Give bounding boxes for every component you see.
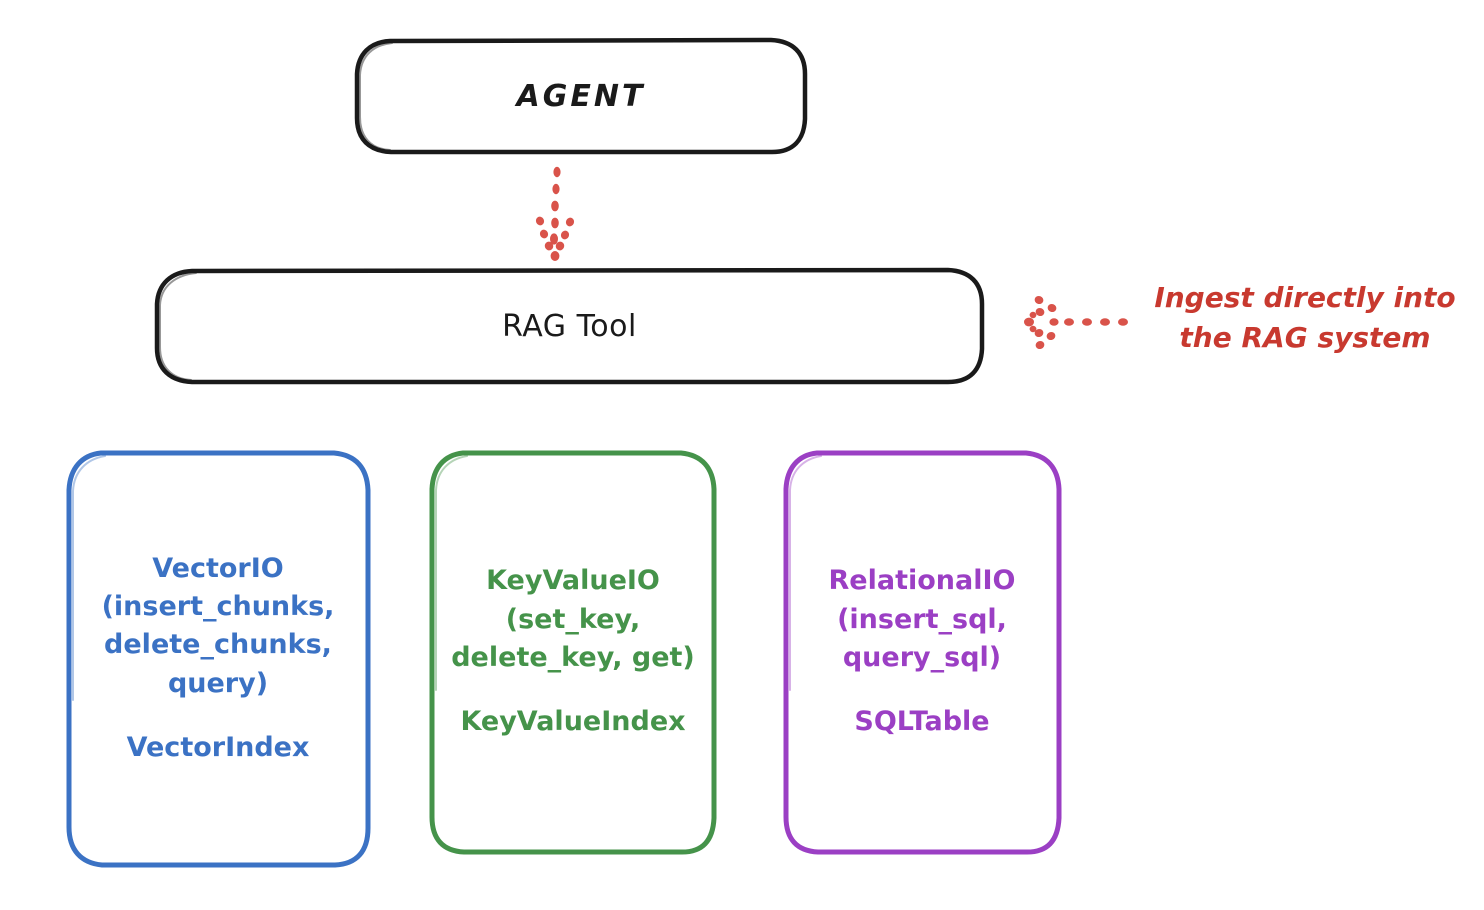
key-value-io-methods: (set_key, delete_key, get) bbox=[451, 603, 695, 673]
key-value-io-title: KeyValueIO bbox=[486, 565, 660, 597]
relational-io-index: SQLTable bbox=[854, 706, 990, 738]
rag-tool-node-label: RAG Tool bbox=[502, 308, 637, 344]
vector-io-title: VectorIO bbox=[152, 552, 284, 584]
relational-io-title: RelationalIO bbox=[828, 565, 1016, 597]
agent-node-label: AGENT bbox=[516, 78, 646, 114]
vector-io-methods: (insert_chunks, delete_chunks, query) bbox=[101, 591, 335, 699]
vector-io-index: VectorIndex bbox=[126, 731, 310, 763]
ingest-connector-arrow bbox=[1024, 295, 1128, 350]
relational-io-methods: (insert_sql, query_sql) bbox=[837, 603, 1007, 673]
key-value-io-index: KeyValueIndex bbox=[460, 706, 686, 738]
ingest-annotation-label: Ingest directly into the RAG system bbox=[1154, 281, 1456, 354]
relational-io-node-label: RelationalIO (insert_sql, query_sql) SQL… bbox=[786, 452, 1058, 852]
agent-to-rag-connector bbox=[535, 166, 575, 261]
key-value-io-node-label: KeyValueIO (set_key, delete_key, get) Ke… bbox=[432, 452, 714, 852]
vector-io-node-label: VectorIO (insert_chunks, delete_chunks, … bbox=[68, 452, 368, 865]
